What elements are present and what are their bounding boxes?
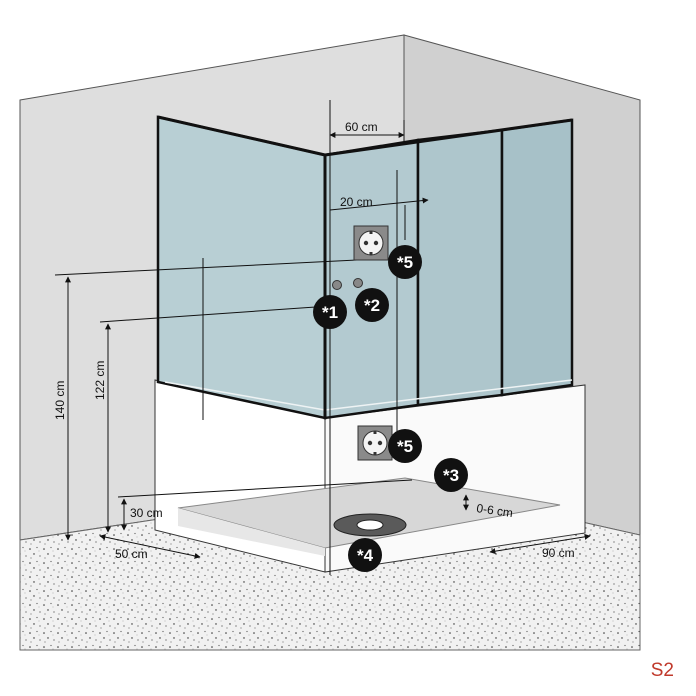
guide-line-30: [117, 479, 413, 498]
guide-line-140: [54, 257, 399, 276]
drain-area-back: [178, 508, 325, 556]
dim-90-line: [489, 533, 591, 555]
marker-2: *2: [355, 288, 389, 322]
dim-0-6-label: 0-6 cm: [476, 501, 514, 520]
glass-right-panel-c: [500, 118, 574, 397]
dim-30-label: 30 cm: [130, 506, 163, 520]
dim-140-label: 140 cm: [53, 381, 67, 420]
dim-50-line: [99, 534, 201, 559]
top-rail-right: [324, 118, 573, 157]
corner-label: S2: [650, 660, 674, 681]
marker-4: *4: [348, 538, 382, 572]
dim-20-label: 20 cm: [340, 195, 373, 209]
dim-20-line: [329, 197, 429, 211]
marker-5-lower-label: *5: [397, 437, 413, 456]
dim-60-label: 60 cm: [345, 120, 378, 134]
marker-3: *3: [434, 458, 468, 492]
top-rail: [157, 115, 326, 157]
water-valve-icon: [332, 278, 363, 290]
marker-2-label: *2: [364, 296, 380, 315]
marker-5-upper-label: *5: [397, 253, 413, 272]
glass-right-panel-a: [323, 138, 420, 420]
marker-3-label: *3: [443, 466, 459, 485]
glass-right-panel-b: [416, 128, 504, 407]
marker-4-label: *4: [357, 546, 374, 565]
dim-122-label: 122 cm: [93, 361, 107, 400]
dim-90-label: 90 cm: [542, 546, 575, 560]
floor-drain-icon: [333, 513, 407, 537]
dim-50-label: 50 cm: [115, 547, 148, 561]
marker-5-lower: *5: [388, 429, 422, 463]
guide-line-122: [99, 305, 331, 323]
glass-left-panel: [156, 115, 327, 420]
marker-1-label: *1: [322, 303, 338, 322]
marker-1: *1: [313, 295, 347, 329]
power-socket-icon: [357, 425, 393, 461]
marker-5-upper: *5: [388, 245, 422, 279]
power-socket-icon: [353, 225, 389, 261]
